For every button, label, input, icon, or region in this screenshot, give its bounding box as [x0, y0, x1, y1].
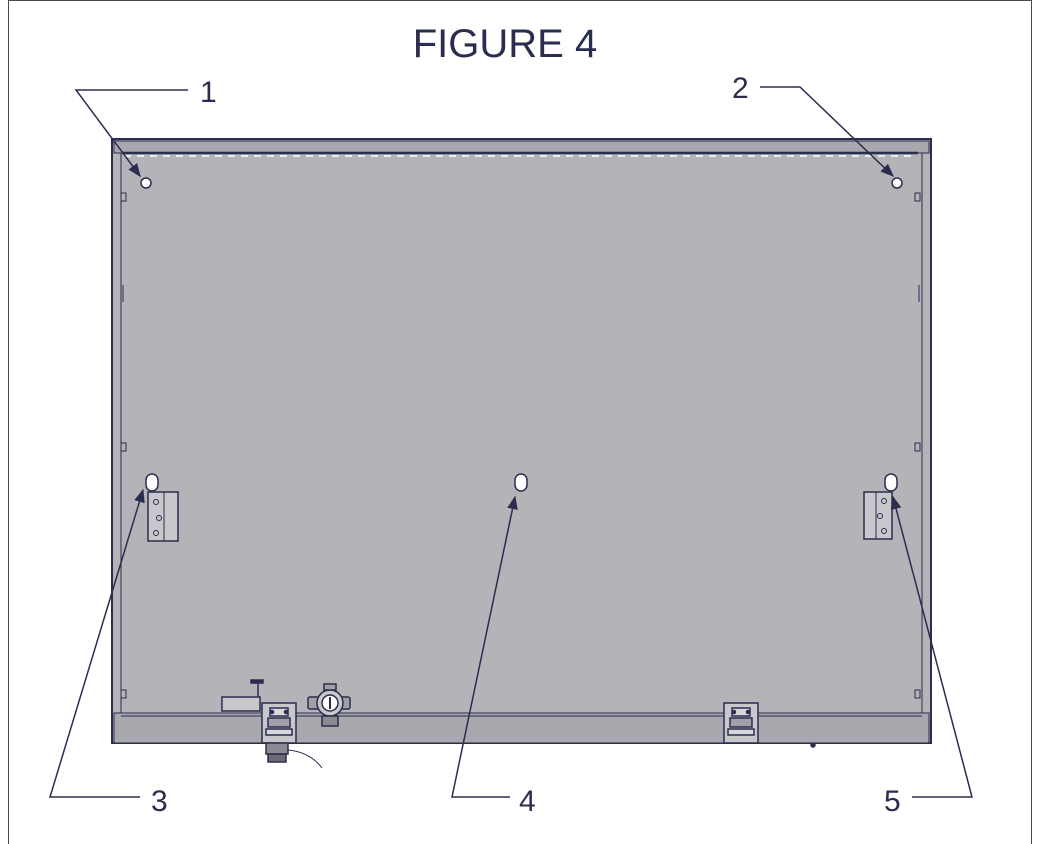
leader-2: [760, 86, 894, 177]
figure-title: FIGURE 4: [413, 22, 597, 66]
leader-3: [48, 488, 145, 798]
top-rail: [113, 140, 930, 154]
callout-2: 2: [732, 72, 749, 105]
bottom-hardware: [221, 679, 816, 769]
callout-1: 1: [200, 76, 217, 109]
valve: [307, 683, 351, 727]
mounting-hole-2: [891, 177, 903, 189]
hinge-bracket-left: [147, 491, 179, 542]
bracket-plate: [221, 696, 261, 712]
latch-left: [261, 702, 297, 744]
figure-frame: [8, 0, 1032, 844]
hinge-bracket-right: [863, 491, 893, 540]
enclosure-panel: [111, 138, 932, 744]
callout-numbers: 1 2 3 4 5: [151, 72, 901, 818]
mounting-hole-1: [140, 177, 152, 189]
keyhole-slot-3: [145, 473, 159, 492]
keyhole-slot-4: [514, 473, 528, 492]
leader-4: [451, 495, 518, 798]
callout-3: 3: [151, 785, 168, 818]
keyhole-slot-5: [884, 473, 898, 492]
leader-5: [890, 495, 973, 798]
bottom-rail: [113, 712, 930, 744]
latch-right: [723, 702, 759, 744]
drain-point: [810, 742, 816, 748]
side-tabs: [120, 192, 921, 699]
mounting-holes: [140, 177, 903, 492]
leader-1: [74, 89, 188, 178]
callout-4: 4: [519, 785, 536, 818]
fitting: [265, 742, 323, 769]
leader-lines: [48, 86, 973, 798]
callout-5: 5: [884, 785, 901, 818]
